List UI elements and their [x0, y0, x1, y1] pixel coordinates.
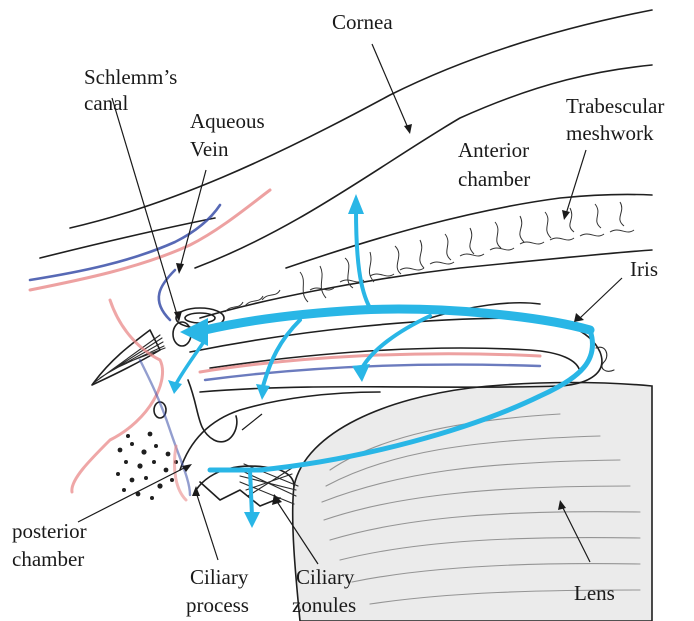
- posterior-chamber-dots: [116, 432, 178, 500]
- label-cornea: Cornea: [332, 10, 393, 34]
- label-ciliary-process-line2: process: [186, 593, 249, 617]
- trabecular-meshwork: [200, 194, 652, 318]
- label-trabecular-line2: meshwork: [566, 121, 654, 145]
- label-iris: Iris: [630, 257, 658, 281]
- iris: [190, 303, 614, 392]
- label-anterior-chamber-line2: chamber: [458, 167, 530, 191]
- label-anterior-chamber-line1: Anterior: [458, 138, 529, 162]
- label-ciliary-zonules-line2: zonules: [292, 593, 356, 617]
- label-ciliary-zonules-line1: Ciliary: [296, 565, 355, 589]
- label-schlemms-canal-line1: Schlemm’s: [84, 65, 177, 89]
- label-aqueous-vein-line1: Aqueous: [190, 109, 265, 133]
- label-aqueous-vein-line2: Vein: [190, 137, 229, 161]
- label-posterior-chamber-line1: posterior: [12, 519, 87, 543]
- label-posterior-chamber-line2: chamber: [12, 547, 84, 571]
- cornea: [40, 10, 652, 268]
- label-lens: Lens: [574, 581, 615, 605]
- label-ciliary-process-line1: Ciliary: [190, 565, 249, 589]
- label-trabecular-line1: Trabescular: [566, 94, 664, 118]
- label-schlemms-canal-line2: canal: [84, 91, 128, 115]
